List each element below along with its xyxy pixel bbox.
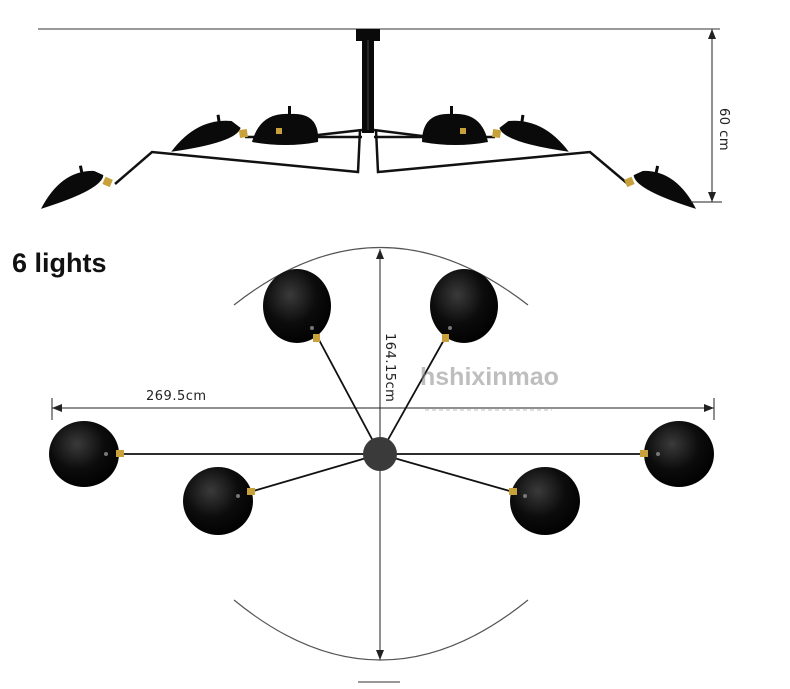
top-shade-lower-left (183, 467, 255, 535)
side-shade-1 (40, 165, 113, 209)
top-shade-upper-left (263, 269, 331, 343)
side-shade-2 (171, 114, 248, 152)
outer-arm-right (374, 129, 629, 185)
top-shade-right-outer (640, 421, 714, 487)
top-arm-lower-left (249, 453, 381, 493)
side-shade-3 (252, 106, 319, 145)
top-view: 164.15cm 269.5cm (49, 247, 715, 683)
depth-label: 164.15cm (382, 333, 397, 402)
side-view: 60 cm (38, 28, 731, 209)
middle-arm-right (373, 128, 431, 139)
top-arm-upper-right (379, 337, 446, 455)
height-dimension: 60 cm (690, 29, 731, 203)
center-hub (363, 437, 397, 471)
outer-arm-left (114, 129, 362, 185)
width-dimension: 269.5cm (51, 389, 715, 420)
top-shade-upper-right (430, 269, 498, 343)
lower-arc (233, 599, 529, 661)
lights-count-heading: 6 lights (12, 248, 107, 278)
height-label: 60 cm (716, 108, 731, 151)
top-shade-lower-right (509, 467, 580, 535)
top-arm-lower-right (379, 453, 514, 493)
side-shade-6 (624, 165, 697, 209)
top-arm-upper-left (317, 337, 381, 455)
width-label: 269.5cm (146, 389, 207, 404)
upper-arc (233, 247, 529, 306)
side-shade-4 (422, 106, 488, 145)
watermark: hshixinmao (420, 363, 559, 391)
top-shade-left-outer (49, 421, 124, 487)
side-shade-5 (492, 114, 569, 152)
